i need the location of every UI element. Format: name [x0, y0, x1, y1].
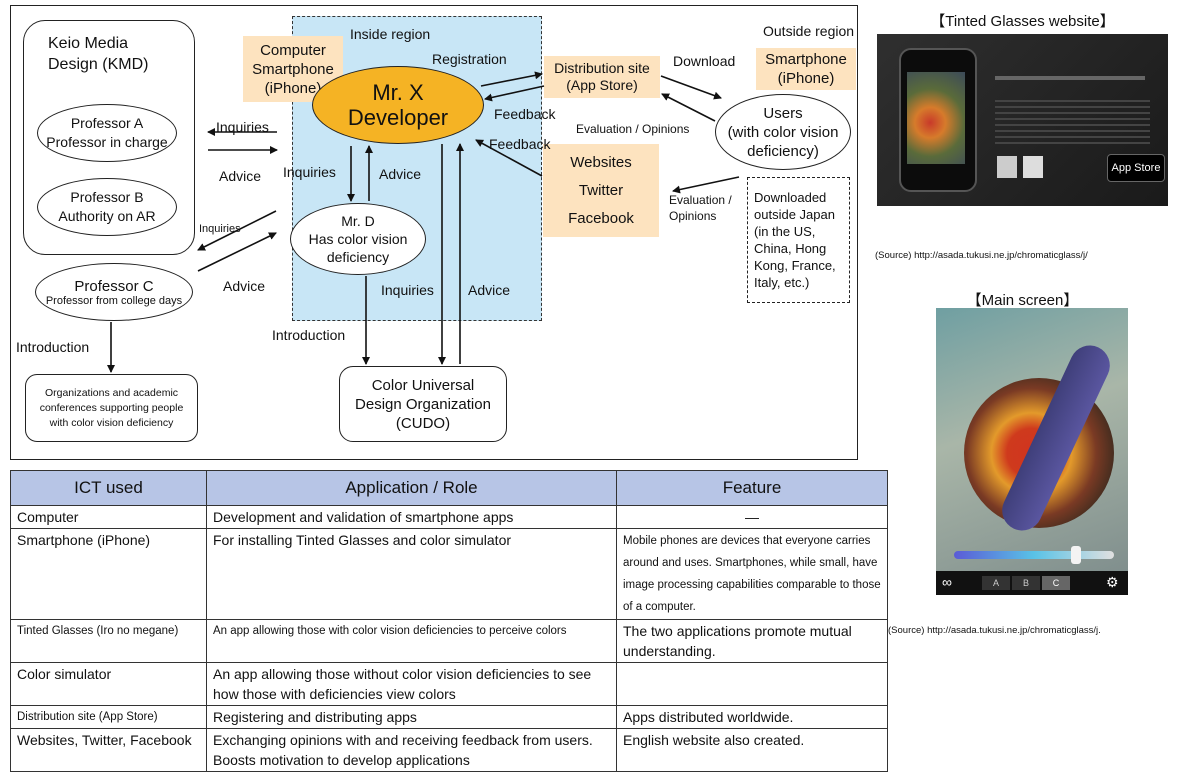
- label-introduction-c: Introduction: [16, 339, 90, 355]
- color-slider-thumb[interactable]: [1071, 546, 1081, 564]
- header-ict: ICT used: [10, 470, 207, 506]
- professor-b: Professor B Authority on AR: [37, 178, 177, 236]
- cell-feature: English website also created.: [616, 728, 888, 772]
- label-feedback-social: Feedback: [489, 136, 551, 152]
- label-advice-c: Advice: [223, 278, 266, 294]
- label-inquiries-a: Inquiries: [216, 119, 269, 135]
- users: Users (with color vision deficiency): [715, 94, 851, 170]
- color-slider-track[interactable]: [954, 551, 1114, 559]
- website-text-lines: [995, 100, 1150, 144]
- arrow-registration: [480, 71, 543, 87]
- arrow-download: [660, 75, 722, 100]
- arrow-advice-c: [197, 232, 277, 272]
- cell-ict: Distribution site (App Store): [10, 705, 207, 729]
- stakeholder-diagram: Inside region Outside region Keio Media …: [10, 5, 858, 460]
- iphone-mockup: [899, 48, 977, 192]
- main-screen-source: (Source) http://asada.tukusi.ne.jp/chrom…: [888, 625, 1101, 636]
- cell-ict: Smartphone (iPhone): [10, 528, 207, 620]
- professor-c-name: Professor C: [74, 277, 154, 295]
- website-title: 【Tinted Glasses website】: [930, 13, 1115, 30]
- ict-table: ICT used Application / Role Feature Comp…: [10, 470, 888, 772]
- cell-feature: Mobile phones are devices that everyone …: [616, 528, 888, 620]
- websites-twitter-facebook: Websites Twitter Facebook: [543, 144, 659, 237]
- cell-role: An app allowing those with color vision …: [206, 619, 617, 663]
- cell-ict: Computer: [10, 505, 207, 529]
- website-thumbnail: [997, 156, 1017, 178]
- inside-region-label: Inside region: [350, 26, 431, 42]
- main-screen-screenshot: ∞ A B C ⚙: [936, 308, 1128, 595]
- table-row: Tinted Glasses (Iro no megane) An app al…: [10, 619, 888, 663]
- cell-ict: Color simulator: [10, 662, 207, 706]
- app-store-badge: App Store: [1107, 154, 1165, 182]
- arrow-feedback-social: [475, 139, 543, 177]
- website-heading-bar: [995, 76, 1145, 80]
- cell-role: For installing Tinted Glasses and color …: [206, 528, 617, 620]
- outside-region-label: Outside region: [763, 23, 855, 39]
- website-screenshot: App Store: [877, 34, 1168, 206]
- label-inquiries-d: Inquiries: [283, 164, 336, 180]
- diagram-arrows: [107, 71, 740, 373]
- table-row: Computer Development and validation of s…: [10, 505, 888, 529]
- label-introduction-d: Introduction: [272, 327, 346, 343]
- cell-feature: Apps distributed worldwide.: [616, 705, 888, 729]
- cell-ict: Tinted Glasses (Iro no megane): [10, 619, 207, 663]
- developer-mr-x: Mr. X Developer: [312, 66, 484, 144]
- cell-ict: Websites, Twitter, Facebook: [10, 728, 207, 772]
- website-source: (Source) http://asada.tukusi.ne.jp/chrom…: [875, 250, 1088, 261]
- arrow-inquiries-c: [197, 210, 277, 251]
- segment-c-button[interactable]: C: [1042, 576, 1070, 590]
- cudo: Color Universal Design Organization (CUD…: [339, 366, 507, 442]
- website-thumbnail: [1023, 156, 1043, 178]
- cell-feature: [616, 662, 888, 706]
- cell-role: Registering and distributing apps: [206, 705, 617, 729]
- segment-a-button[interactable]: A: [982, 576, 1010, 590]
- smartphone-outside: Smartphone (iPhone): [756, 48, 856, 90]
- header-role: Application / Role: [206, 470, 617, 506]
- arrow-feedback-store: [484, 85, 545, 102]
- table-header-row: ICT used Application / Role Feature: [10, 470, 888, 506]
- gear-icon[interactable]: ⚙: [1106, 574, 1119, 590]
- main-screen-title: 【Main screen】: [966, 292, 1079, 309]
- cell-feature: The two applications promote mutual unde…: [616, 619, 888, 663]
- label-inquiries-c: Inquiries: [199, 223, 241, 235]
- kmd-label: Keio Media Design (KMD): [48, 35, 149, 73]
- label-advice-d: Advice: [379, 166, 422, 182]
- mr-d: Mr. D Has color vision deficiency: [290, 203, 426, 275]
- cell-role: Development and validation of smartphone…: [206, 505, 617, 529]
- label-eval-store: Evaluation / Opinions: [576, 122, 690, 136]
- support-organizations: Organizations and academic conferences s…: [25, 374, 198, 442]
- table-row: Distribution site (App Store) Registerin…: [10, 705, 888, 729]
- table-row: Websites, Twitter, Facebook Exchanging o…: [10, 728, 888, 772]
- professor-a: Professor A Professor in charge: [37, 104, 177, 162]
- professor-c-desc: Professor from college days: [45, 294, 183, 307]
- cell-feature: —: [616, 505, 888, 529]
- table-row: Smartphone (iPhone) For installing Tinte…: [10, 528, 888, 620]
- label-eval-social: Evaluation / Opinions: [669, 193, 732, 223]
- label-inquiries-cudo: Inquiries: [381, 282, 434, 298]
- label-advice-cudo: Advice: [468, 282, 511, 298]
- professor-c: Professor C Professor from college days: [35, 263, 193, 321]
- distribution-site: Distribution site (App Store): [544, 56, 660, 98]
- bottom-toolbar: ∞ A B C ⚙: [936, 571, 1128, 595]
- cell-role: An app allowing those without color visi…: [206, 662, 617, 706]
- header-feature: Feature: [616, 470, 888, 506]
- label-download: Download: [673, 53, 736, 69]
- arrow-eval-store: [661, 93, 716, 122]
- arrow-eval-social: [672, 176, 740, 194]
- label-registration: Registration: [432, 51, 507, 67]
- loop-icon[interactable]: ∞: [942, 574, 952, 590]
- segment-b-button[interactable]: B: [1012, 576, 1040, 590]
- cell-role: Exchanging opinions with and receiving f…: [206, 728, 617, 772]
- downloaded-countries: Downloaded outside Japan (in the US, Chi…: [747, 177, 850, 303]
- label-advice-a: Advice: [219, 168, 262, 184]
- iphone-screen-image: [907, 72, 965, 164]
- label-feedback-store: Feedback: [494, 106, 556, 122]
- table-row: Color simulator An app allowing those wi…: [10, 662, 888, 706]
